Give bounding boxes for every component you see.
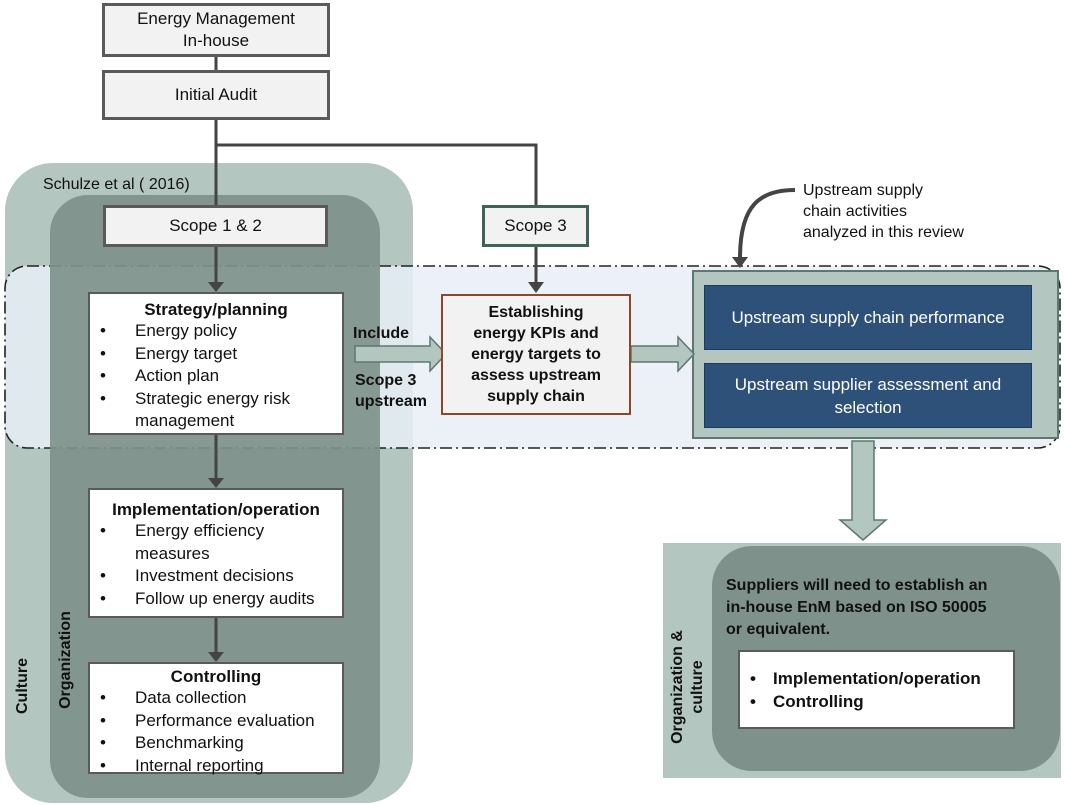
include-label: Include bbox=[353, 325, 410, 342]
supplier-items-box: Implementation/operation Controlling bbox=[738, 650, 1015, 729]
supplier-item: Implementation/operation bbox=[740, 668, 1013, 691]
strategy-item: Energy target bbox=[90, 343, 342, 366]
scope3-upstream-line1: Scope 3 bbox=[355, 372, 417, 389]
kpi-box: Establishing energy KPIs and energy targ… bbox=[441, 294, 631, 415]
controlling-list: Data collection Performance evaluation B… bbox=[90, 687, 342, 777]
energy-management-line2: In-house bbox=[182, 31, 250, 50]
implementation-item: Follow up energy audits bbox=[90, 588, 342, 611]
initial-audit-label: Initial Audit bbox=[174, 85, 258, 104]
controlling-box: Controlling Data collection Performance … bbox=[88, 662, 344, 777]
kpi-line: energy KPIs and bbox=[473, 325, 599, 342]
culture-label: Culture bbox=[14, 658, 31, 714]
implementation-item: Energy efficiency measures bbox=[90, 520, 275, 565]
energy-management-line1: Energy Management bbox=[137, 9, 295, 28]
upstream-assessment-line: selection bbox=[834, 397, 902, 417]
kpi-line: supply chain bbox=[487, 388, 585, 405]
implementation-item: Investment decisions bbox=[90, 565, 342, 588]
org-culture-line: Organization & bbox=[669, 630, 686, 744]
org-culture-line: culture bbox=[689, 660, 706, 714]
scope12-box: Scope 1 & 2 bbox=[103, 205, 328, 247]
kpi-line: energy targets to bbox=[471, 346, 601, 363]
scope3-upstream-label: Scope 3 upstream bbox=[355, 370, 427, 412]
upstream-performance-label: Upstream supply chain performance bbox=[731, 308, 1005, 327]
kpi-line: Establishing bbox=[488, 304, 584, 321]
supplier-text: Suppliers will need to establish an in-h… bbox=[726, 575, 987, 641]
scope3-box: Scope 3 bbox=[482, 205, 589, 247]
organization-culture-label: Organization & culture bbox=[668, 627, 710, 747]
strategy-item: Action plan bbox=[90, 365, 342, 388]
controlling-item: Data collection bbox=[90, 687, 342, 710]
source-label: Schulze et al ( 2016) bbox=[43, 176, 190, 193]
scope3-upstream-line2: upstream bbox=[355, 393, 428, 410]
kpi-line: assess upstream bbox=[471, 367, 601, 384]
implementation-title: Implementation/operation bbox=[112, 500, 320, 519]
callout-line: Upstream supply bbox=[803, 182, 924, 199]
controlling-title: Controlling bbox=[170, 667, 262, 686]
strategy-title: Strategy/planning bbox=[144, 300, 288, 319]
controlling-item: Performance evaluation bbox=[90, 710, 342, 733]
supplier-line: Suppliers will need to establish an bbox=[726, 577, 988, 594]
callout-text: Upstream supply chain activities analyze… bbox=[803, 180, 964, 243]
supplier-item: Controlling bbox=[740, 691, 1013, 714]
energy-management-box: Energy Management In-house bbox=[102, 3, 330, 57]
controlling-item: Internal reporting bbox=[90, 755, 342, 778]
callout-line: chain activities bbox=[803, 203, 908, 220]
kpi-to-upstream-arrow bbox=[630, 335, 696, 373]
initial-audit-box: Initial Audit bbox=[102, 70, 330, 120]
supplier-items-list: Implementation/operation Controlling bbox=[740, 668, 1013, 713]
upstream-assessment-line: Upstream supplier assessment and bbox=[734, 374, 1002, 394]
callout-line: analyzed in this review bbox=[803, 224, 964, 241]
implementation-list: Energy efficiency measures Investment de… bbox=[90, 520, 342, 610]
strategy-item: Energy policy bbox=[90, 320, 342, 343]
include-arrow bbox=[354, 335, 448, 373]
implementation-box: Implementation/operation Energy efficien… bbox=[88, 488, 344, 618]
scope3-label: Scope 3 bbox=[504, 216, 567, 235]
strategy-list: Energy policy Energy target Action plan … bbox=[90, 320, 342, 433]
strategy-planning-box: Strategy/planning Energy policy Energy t… bbox=[88, 292, 344, 435]
strategy-item: Strategic energy risk management bbox=[90, 388, 295, 433]
supplier-line: in-house EnM based on ISO 50005 bbox=[726, 599, 987, 616]
down-block-arrow bbox=[837, 440, 889, 541]
upstream-performance-box: Upstream supply chain performance bbox=[704, 285, 1032, 350]
upstream-assessment-box: Upstream supplier assessment and selecti… bbox=[704, 363, 1032, 428]
supplier-line: or equivalent. bbox=[726, 621, 831, 638]
organization-label: Organization bbox=[57, 611, 74, 709]
scope12-label: Scope 1 & 2 bbox=[169, 216, 262, 235]
controlling-item: Benchmarking bbox=[90, 732, 342, 755]
